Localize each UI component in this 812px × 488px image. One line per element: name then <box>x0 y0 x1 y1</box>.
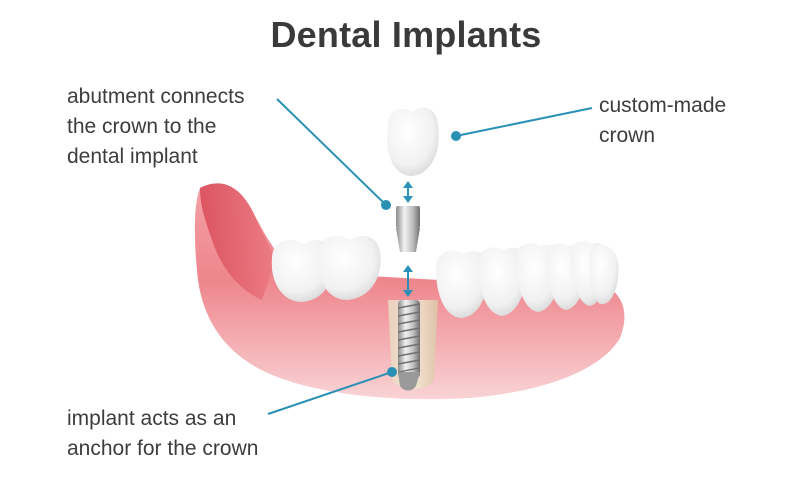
implant-label-line-2: anchor for the crown <box>67 437 259 460</box>
callout-lines <box>267 98 593 415</box>
crown-label: custom-made crown <box>599 91 726 151</box>
crown <box>387 107 439 176</box>
crown-callout-dot <box>451 131 461 141</box>
crown-label-line-1: custom-made <box>599 94 727 117</box>
abutment-label-line-2: the crown to the <box>67 115 217 138</box>
right-teeth <box>435 241 619 318</box>
abutment-label-line-3: dental implant <box>67 145 198 168</box>
crown-callout-line <box>455 107 593 137</box>
diagram-title: Dental Implants <box>270 14 542 55</box>
abutment-callout-line <box>276 98 387 206</box>
implant-callout-dot <box>387 367 397 377</box>
abutment-callout-dot <box>381 200 391 210</box>
implant-screw <box>397 300 421 391</box>
implant-callout-line <box>267 371 393 415</box>
abutment-label: abutment connects the crown to the denta… <box>67 82 244 172</box>
abutment <box>396 206 420 252</box>
left-teeth <box>271 236 381 302</box>
crown-label-line-2: crown <box>599 124 656 147</box>
abutment-label-line-1: abutment connects <box>67 85 245 108</box>
implant-label-line-1: implant acts as an <box>67 407 237 430</box>
implant-label: implant acts as an anchor for the crown <box>67 404 258 464</box>
connection-arrows <box>403 181 413 297</box>
